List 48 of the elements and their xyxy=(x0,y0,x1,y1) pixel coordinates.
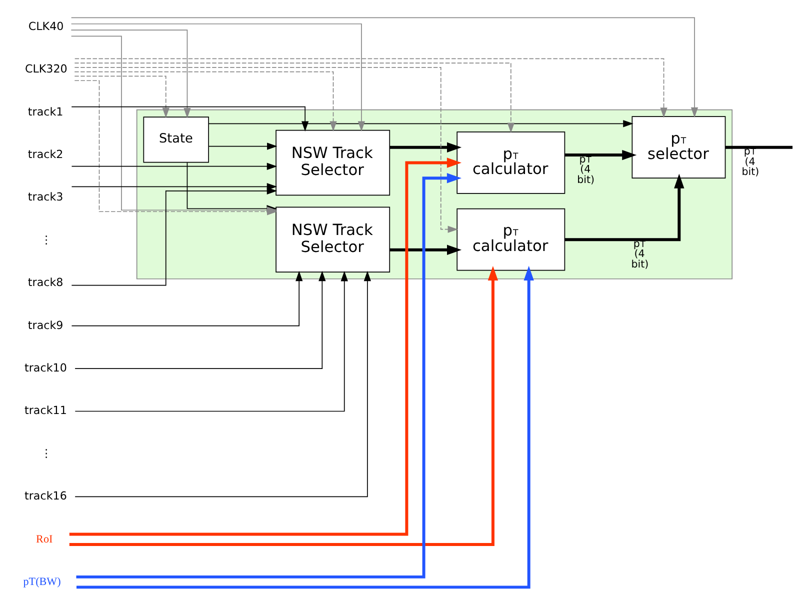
node-text: track11 xyxy=(24,404,66,418)
edge-label: pT (4 bit) xyxy=(741,146,759,178)
edge-label: pT (4 bit) xyxy=(576,153,594,186)
node-text: track8 xyxy=(27,276,63,290)
label: ⋮ xyxy=(40,446,52,460)
arrow xyxy=(564,174,684,242)
arrow xyxy=(70,270,302,326)
arrow xyxy=(74,71,336,132)
arrow xyxy=(76,173,461,578)
arrow xyxy=(208,142,277,150)
node-box: pT selector xyxy=(631,116,726,179)
node-box: NSW Track Selector xyxy=(275,130,390,196)
node-text: pT(BW) xyxy=(22,576,60,588)
arrow xyxy=(74,270,371,498)
node-text: track3 xyxy=(27,190,63,204)
node-text: track1 xyxy=(27,105,63,118)
arrow xyxy=(74,62,514,134)
arrow xyxy=(564,150,636,160)
node-text: track16 xyxy=(24,490,66,503)
node-text: RoI xyxy=(36,533,52,546)
arrow xyxy=(70,162,277,170)
arrow xyxy=(68,266,498,546)
node-text: track2 xyxy=(27,148,63,161)
node-box: pT calculator xyxy=(456,132,565,194)
arrow xyxy=(389,244,462,255)
node-text: track9 xyxy=(27,318,63,332)
arrow xyxy=(70,17,698,118)
arrow xyxy=(70,30,190,118)
arrow xyxy=(68,158,461,536)
arrow xyxy=(74,270,326,369)
arrow xyxy=(74,76,169,118)
arrow xyxy=(70,106,308,132)
node-text: track10 xyxy=(24,361,66,374)
arrow xyxy=(74,67,458,233)
node-text: CLK40 xyxy=(28,20,64,33)
edge-label: pT (4 bit) xyxy=(630,238,648,270)
arrow xyxy=(74,271,348,412)
arrow xyxy=(389,142,462,152)
arrow xyxy=(70,23,365,132)
node-box: pT calculator xyxy=(456,208,565,271)
arrow xyxy=(208,120,633,128)
label: ⋮ xyxy=(40,233,52,246)
connector xyxy=(724,146,792,149)
node-box: NSW Track Selector xyxy=(275,206,390,272)
arrow xyxy=(74,58,667,118)
node-box: State xyxy=(142,116,208,163)
arrow xyxy=(76,266,534,589)
node-text: CLK320 xyxy=(24,62,67,76)
